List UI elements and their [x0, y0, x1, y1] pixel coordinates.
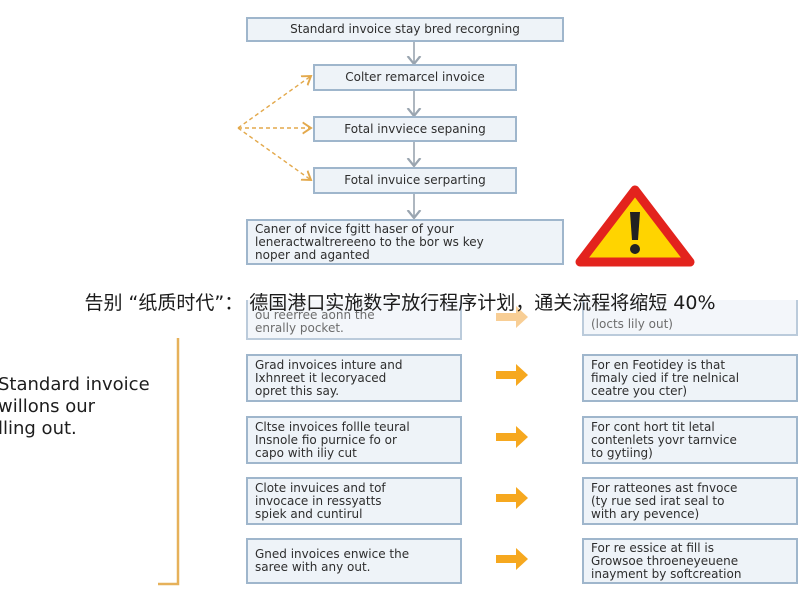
flow-step-3: Fotal invviece sepaning [313, 116, 517, 142]
headline: 告别 “纸质时代”： 德国港口实施数字放行程序计划，通关流程将缩短 40% [84, 292, 716, 314]
partial-left-box: ou reerree aonn the enrally pocket. [246, 300, 462, 340]
row-3-right-line-1: For ratteones ast fnvoce [591, 480, 738, 495]
row-4-right-line-1: For re essice at fill is [591, 540, 714, 555]
row-1-left-line-2: Ixhnreet it lecoryaced [255, 370, 387, 385]
partial-left-line-1: ou reerree aonn the [255, 308, 375, 322]
row-3-left-line-1: Clote invuices and tof [255, 480, 386, 495]
row-3-right-box: For ratteones ast fnvoce (ty rue sed ira… [582, 477, 798, 525]
row-4-right-box: For re essice at fill is Growsoe throene… [582, 538, 798, 584]
row-4-left-box: Gned invoices enwice the saree with any … [246, 538, 462, 584]
row-2-left-box: Cltse invoices follle teural Insnole fio… [246, 416, 462, 464]
partial-left-line-2: enrally pocket. [255, 321, 344, 335]
row-2-left-line-2: Insnole fio purnice fo or [255, 432, 397, 447]
flow-step-2-label: Colter remarcel invoice [345, 70, 485, 84]
right-arrow-icon [496, 487, 528, 509]
side-caption-line-2: willons our [0, 396, 96, 417]
dashed-branch-top [237, 76, 311, 129]
flow-final-line-3: noper and aganted [255, 247, 370, 262]
row-2-right-line-1: For cont hort tit letal [591, 419, 715, 434]
row-2-left-line-1: Cltse invoices follle teural [255, 419, 410, 434]
row-3-left-line-2: invocace in ressyatts [255, 493, 382, 508]
flow-step-3-label: Fotal invviece sepaning [344, 121, 486, 136]
right-arrow-icon [496, 306, 528, 328]
row-4-left-line-1: Gned invoices enwice the [255, 547, 410, 561]
side-caption-line-3: lling out. [0, 418, 77, 439]
side-caption-line-1: Standard invoice [0, 374, 150, 395]
row-1-right-box: For en Feotidey is that fimaly cied if t… [582, 354, 798, 402]
flow-final-box: Caner of nvice fgitt haser of your lener… [246, 219, 564, 265]
left-bracket [158, 338, 180, 586]
row-1-left-box: Grad invoices inture and Ixhnreet it lec… [246, 354, 462, 402]
warning-triangle-icon [575, 185, 695, 267]
dashed-branch-bottom [237, 127, 311, 180]
flow-step-2: Colter remarcel invoice [313, 64, 517, 91]
side-caption: Standard invoice willons our lling out. [0, 374, 150, 440]
row-2-right-line-2: contenlets yovr tarnvice [591, 432, 737, 447]
row-1-right-line-2: fimaly cied if tre nelnical [591, 370, 740, 385]
partial-right-box: (locts lily out) [582, 300, 798, 336]
row-3-right-line-2: (ty rue sed irat seal to [591, 493, 725, 508]
right-arrow-icon [496, 548, 528, 570]
partial-right-line-1: (locts lily out) [591, 317, 673, 331]
right-arrow-icon [496, 426, 528, 448]
right-arrow-icon [496, 364, 528, 386]
flow-step-4: Fotal invuice serparting [313, 167, 517, 194]
flow-step-4-label: Fotal invuice serparting [344, 173, 486, 187]
flow-final-line-2: leneractwaltrereeno to the bor ws key [255, 234, 484, 249]
row-1-right-line-1: For en Feotidey is that [591, 357, 726, 372]
row-3-left-line-3: spiek and cuntirul [255, 506, 363, 521]
row-3-right-line-3: with ary pevence) [591, 506, 700, 521]
row-1-left-line-1: Grad invoices inture and [255, 357, 403, 372]
row-2-right-line-3: to gytiing) [591, 445, 653, 460]
row-3-left-box: Clote invuices and tof invocace in ressy… [246, 477, 462, 525]
flow-step-1-label: Standard invoice stay bred recorgning [290, 22, 520, 36]
row-1-right-line-3: ceatre you cter) [591, 383, 688, 398]
row-4-left-line-2: saree with any out. [255, 560, 371, 574]
row-4-right-line-2: Growsoe throeneyeuene [591, 553, 739, 568]
row-2-right-box: For cont hort tit letal contenlets yovr … [582, 416, 798, 464]
row-1-left-line-3: opret this say. [255, 383, 340, 398]
row-2-left-line-3: capo with iliy cut [255, 445, 357, 460]
row-4-right-line-3: inayment by softcreation [591, 566, 742, 581]
flow-final-line-1: Caner of nvice fgitt haser of your [255, 221, 454, 236]
flow-step-1: Standard invoice stay bred recorgning [246, 17, 564, 42]
